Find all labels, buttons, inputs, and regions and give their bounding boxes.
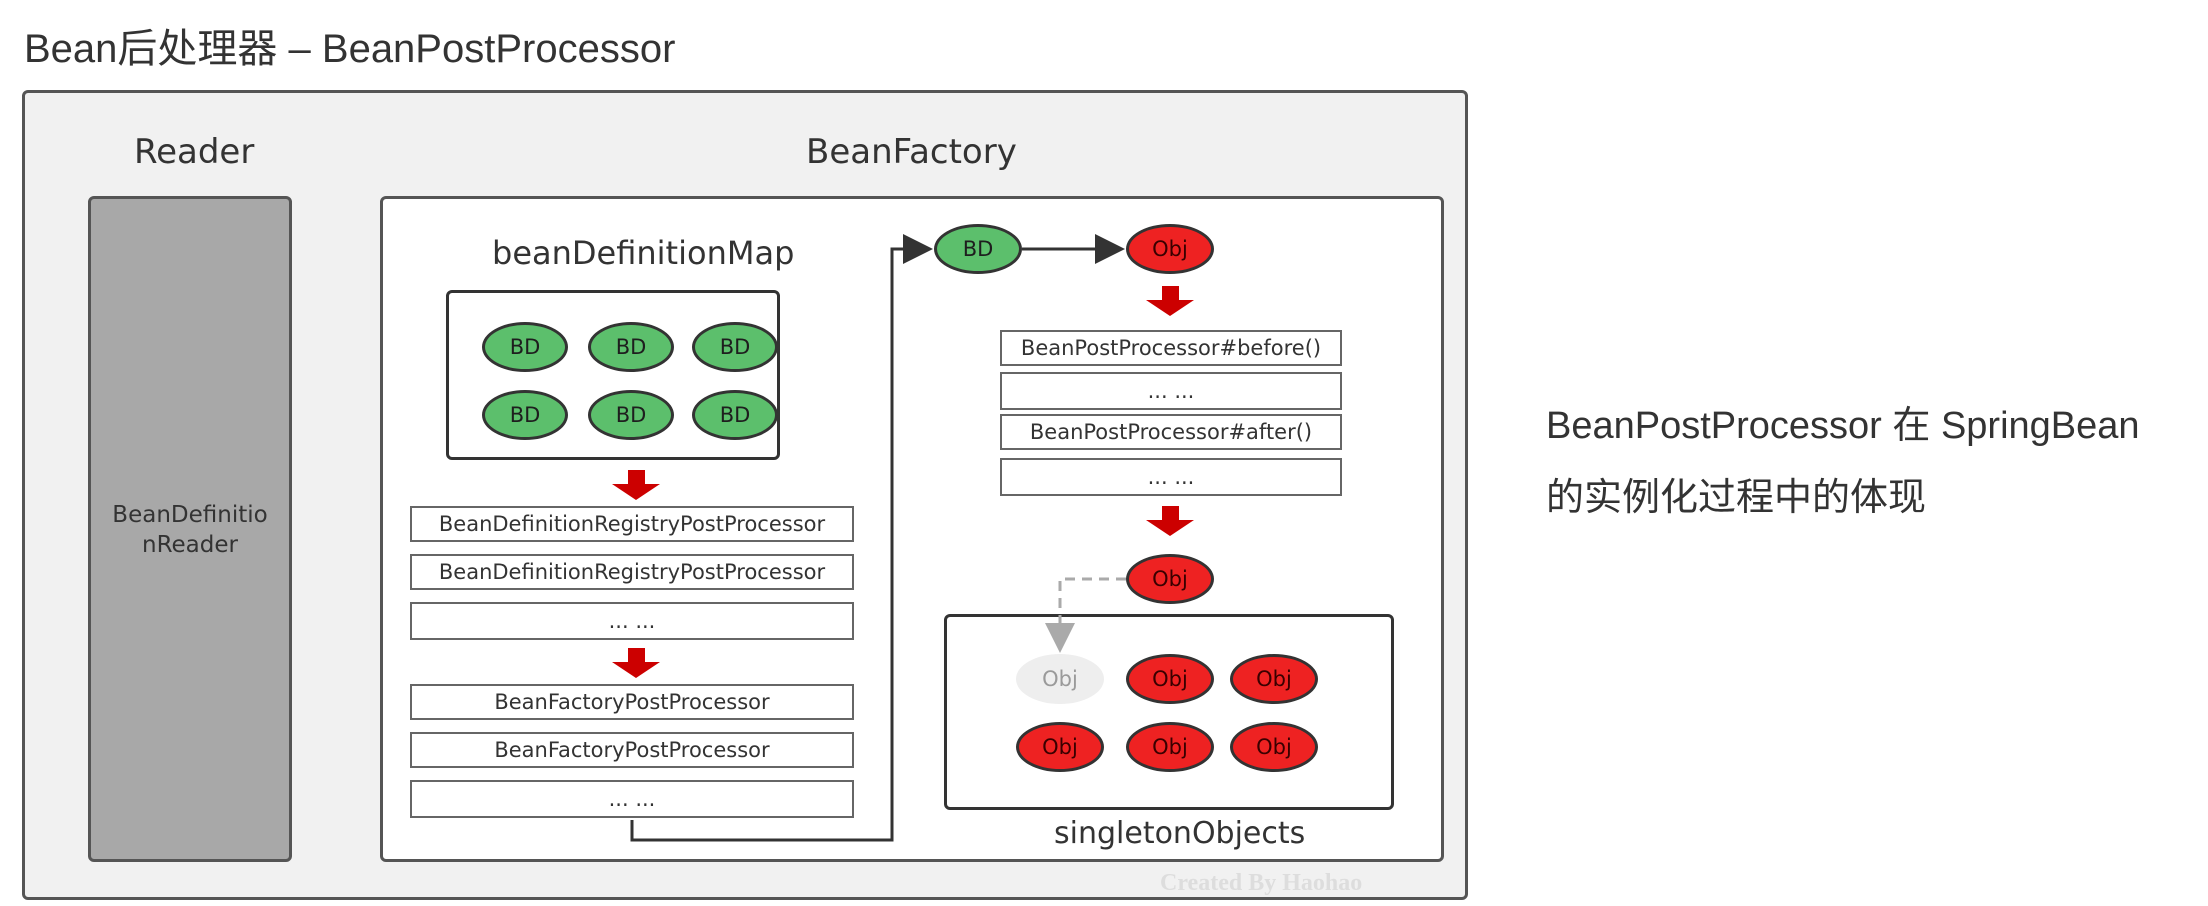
obj-node-singleton: Obj xyxy=(1126,722,1214,772)
reader-text-line2: nReader xyxy=(142,532,238,558)
obj-node-processed: Obj xyxy=(1126,554,1214,604)
description-note: BeanPostProcessor 在 SpringBean 的实例化过程中的体… xyxy=(1546,390,2206,534)
watermark: Created By Haohao xyxy=(1160,870,1363,896)
obj-node-singleton: Obj xyxy=(1126,654,1214,704)
red-down-arrow xyxy=(1146,506,1194,536)
obj-node-singleton: Obj xyxy=(1016,722,1104,772)
bean-post-processor-before: BeanPostProcessor#before() xyxy=(1000,330,1342,366)
bd-node: BD xyxy=(692,322,778,372)
bean-factory-label: BeanFactory xyxy=(806,132,1017,172)
bd-node-instantiate: BD xyxy=(934,224,1022,274)
registry-post-processor-more: ... ... xyxy=(410,602,854,640)
registry-post-processor-2: BeanDefinitionRegistryPostProcessor xyxy=(410,554,854,590)
bd-node: BD xyxy=(482,322,568,372)
bean-post-processor-more-2: ... ... xyxy=(1000,458,1342,496)
bd-node: BD xyxy=(588,390,674,440)
red-down-arrow xyxy=(612,470,660,500)
bean-definition-reader-text: BeanDefinitio nReader xyxy=(88,500,292,560)
registry-post-processor-1: BeanDefinitionRegistryPostProcessor xyxy=(410,506,854,542)
bean-post-processor-more-1: ... ... xyxy=(1000,372,1342,410)
bean-post-processor-after: BeanPostProcessor#after() xyxy=(1000,414,1342,450)
reader-text-line1: BeanDefinitio xyxy=(112,502,268,528)
singleton-objects-label: singletonObjects xyxy=(1054,816,1306,851)
factory-post-processor-more: ... ... xyxy=(410,780,854,818)
obj-node-ghost: Obj xyxy=(1016,654,1104,704)
bean-definition-map-box xyxy=(446,290,780,460)
obj-node-created: Obj xyxy=(1126,224,1214,274)
reader-label: Reader xyxy=(134,132,255,172)
description-line1: BeanPostProcessor 在 SpringBean xyxy=(1546,405,2140,447)
page-title: Bean后处理器 – BeanPostProcessor xyxy=(24,27,676,71)
singleton-objects-box xyxy=(944,614,1394,810)
red-down-arrow xyxy=(612,648,660,678)
obj-node-singleton: Obj xyxy=(1230,654,1318,704)
bd-node: BD xyxy=(482,390,568,440)
bd-node: BD xyxy=(692,390,778,440)
factory-post-processor-2: BeanFactoryPostProcessor xyxy=(410,732,854,768)
bean-definition-map-label: beanDefinitionMap xyxy=(492,234,795,272)
description-line2: 的实例化过程中的体现 xyxy=(1546,477,1927,519)
flow-connector xyxy=(630,234,933,842)
factory-post-processor-1: BeanFactoryPostProcessor xyxy=(410,684,854,720)
bd-node: BD xyxy=(588,322,674,372)
red-down-arrow xyxy=(1146,286,1194,316)
obj-node-singleton: Obj xyxy=(1230,722,1318,772)
dashed-connector xyxy=(1045,577,1126,653)
bean-definition-reader-box xyxy=(88,196,292,862)
